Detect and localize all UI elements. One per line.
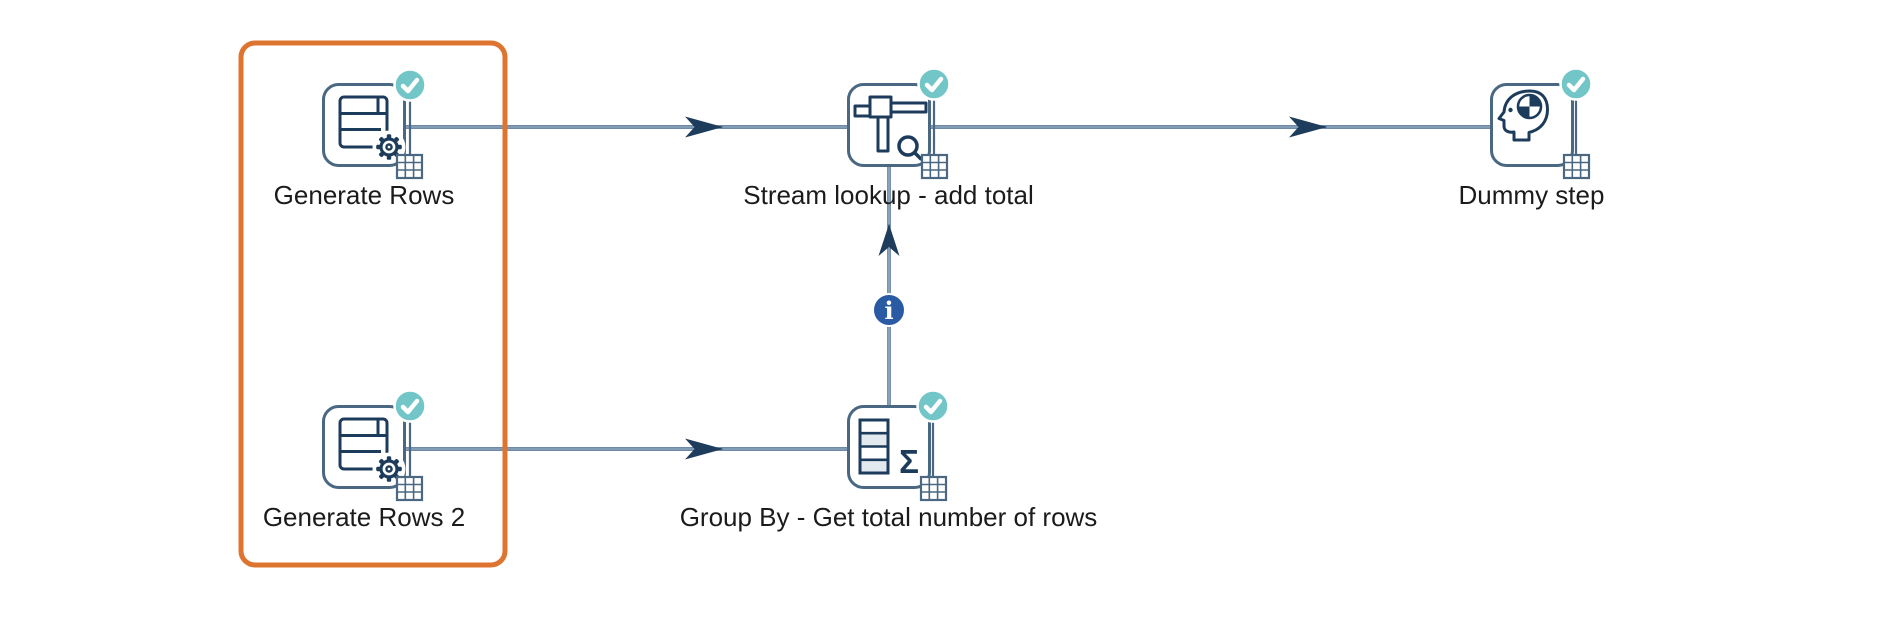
arrowhead-icon — [1289, 116, 1327, 138]
data-grid-badge — [919, 475, 948, 502]
info-hop-badge[interactable]: i — [872, 293, 906, 327]
step-node-dummy[interactable] — [1490, 67, 1593, 180]
step-label-dummy: Dummy step — [1459, 180, 1605, 210]
check-badge-icon — [393, 389, 427, 423]
table-sigma-icon: Σ — [858, 418, 919, 480]
hop-generate-rows-to-stream-lookup[interactable] — [405, 116, 847, 138]
check-badge-icon — [393, 68, 427, 102]
step-label-generate-rows-2: Generate Rows 2 — [263, 502, 465, 532]
data-grid-badge — [395, 153, 424, 180]
hop-generate-rows-2-to-group-by[interactable] — [405, 438, 847, 460]
table-gear-icon — [338, 95, 406, 164]
data-grid-badge — [1562, 153, 1591, 180]
gear-icon — [376, 456, 402, 482]
check-badge-icon — [917, 67, 951, 101]
step-node-stream-lookup[interactable] — [847, 67, 951, 180]
check-badge-icon — [916, 389, 950, 423]
hop-stream-lookup-to-dummy[interactable] — [930, 116, 1490, 138]
arrowhead-icon — [685, 438, 723, 460]
stream-lookup-icon — [853, 95, 928, 161]
step-label-generate-rows: Generate Rows — [274, 180, 455, 210]
globe-icon — [1516, 93, 1543, 120]
step-label-group-by: Group By - Get total number of rows — [680, 502, 1098, 532]
arrowhead-up-icon — [878, 224, 900, 256]
step-node-group-by[interactable]: Σ — [847, 389, 950, 502]
hop-group-by-to-stream-lookup-info[interactable] — [878, 167, 900, 405]
table-gear-icon — [338, 417, 406, 486]
info-icon: i — [884, 296, 893, 325]
arrowhead-icon — [685, 116, 723, 138]
gear-icon — [376, 134, 402, 160]
data-grid-badge — [395, 475, 424, 502]
head-globe-icon — [1497, 89, 1549, 142]
step-node-generate-rows-2[interactable] — [322, 389, 427, 502]
step-label-stream-lookup: Stream lookup - add total — [743, 180, 1034, 210]
step-node-generate-rows[interactable] — [322, 68, 427, 180]
check-badge-icon — [1559, 67, 1593, 101]
sigma-icon: Σ — [899, 443, 919, 480]
selection-rectangle[interactable] — [238, 40, 508, 568]
data-grid-badge — [920, 153, 949, 180]
